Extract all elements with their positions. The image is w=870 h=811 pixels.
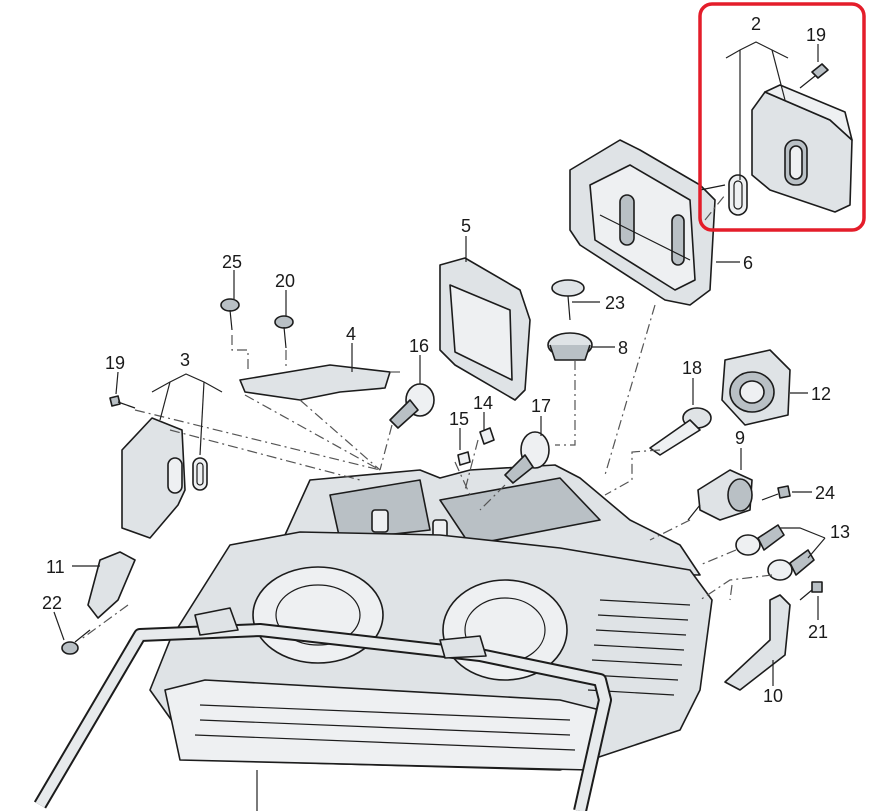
bulbs-13 xyxy=(735,524,815,581)
bracket-11 xyxy=(87,551,136,619)
ballast-mounting-frame xyxy=(569,139,726,306)
label-11: 11 xyxy=(46,557,65,577)
screw-21 xyxy=(799,581,823,601)
label-6: 6 xyxy=(743,253,753,273)
label-21: 21 xyxy=(808,622,828,642)
bulb-14 xyxy=(479,427,495,445)
bulb-17 xyxy=(504,431,550,484)
label-19a: 19 xyxy=(806,25,826,45)
label-4: 4 xyxy=(346,324,356,344)
front-bezel xyxy=(33,607,612,811)
label-19b: 19 xyxy=(105,353,125,373)
label-5: 5 xyxy=(461,216,471,236)
label-20: 20 xyxy=(275,271,295,291)
cover-gasket-5 xyxy=(439,257,531,401)
screw-22 xyxy=(61,629,91,655)
assembly-lines xyxy=(79,194,773,641)
bracket-plate-4 xyxy=(239,364,391,401)
bracket-10 xyxy=(724,594,791,691)
leader-lines xyxy=(53,41,826,811)
highlight-box xyxy=(698,2,866,232)
ballast-unit-3 xyxy=(121,417,208,539)
label-14: 14 xyxy=(473,393,493,413)
label-9: 9 xyxy=(735,428,745,448)
part-labels: 2 19 6 5 23 8 25 20 4 16 18 12 19 3 15 1… xyxy=(42,14,850,706)
label-8: 8 xyxy=(618,338,628,358)
cap-8 xyxy=(547,332,593,361)
label-24: 24 xyxy=(815,483,835,503)
screw-24 xyxy=(761,485,791,501)
bulb-15 xyxy=(457,451,471,466)
label-12: 12 xyxy=(811,384,831,404)
label-18: 18 xyxy=(682,358,702,378)
label-2: 2 xyxy=(751,14,761,34)
screw-25 xyxy=(220,298,240,331)
label-10: 10 xyxy=(763,686,783,706)
label-17: 17 xyxy=(531,396,551,416)
screw-19-top xyxy=(799,63,829,89)
label-15: 15 xyxy=(449,409,469,429)
label-16: 16 xyxy=(409,336,429,356)
label-25: 25 xyxy=(222,252,242,272)
screw-19-left xyxy=(109,395,136,409)
label-13: 13 xyxy=(830,522,850,542)
ballast-unit xyxy=(728,84,853,216)
label-3: 3 xyxy=(180,350,190,370)
cap-23 xyxy=(551,279,585,321)
bulb-16 xyxy=(389,383,435,429)
xenon-bulb-18 xyxy=(649,407,712,456)
leveling-motor-9 xyxy=(687,469,753,521)
label-23: 23 xyxy=(605,293,625,313)
screw-20 xyxy=(274,315,294,349)
label-22: 22 xyxy=(42,593,62,613)
cover-cap-12 xyxy=(721,349,791,426)
